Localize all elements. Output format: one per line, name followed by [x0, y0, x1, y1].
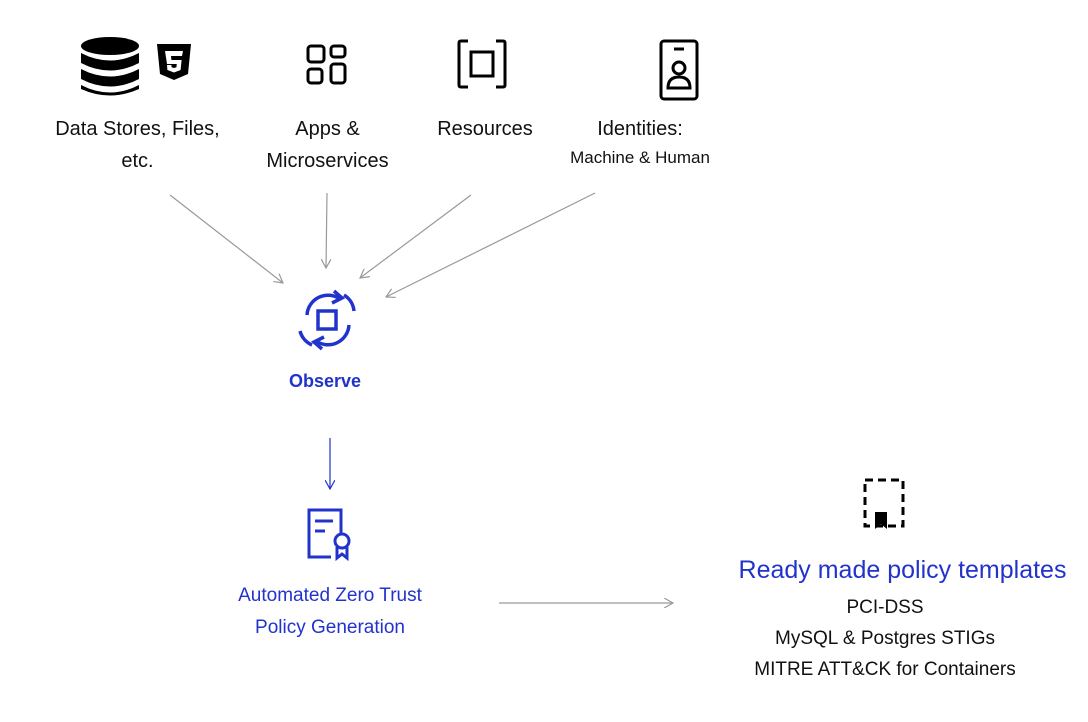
arrow-identities-to-observe — [386, 192, 596, 297]
data-stores-label: Data Stores, Files, etc. — [55, 118, 220, 172]
policy-certificate-icon — [307, 508, 351, 561]
database-icon — [81, 37, 139, 96]
policy-template-icon — [863, 478, 905, 529]
id-badge-icon — [659, 39, 699, 101]
template-item-stigs: MySQL & Postgres STIGs — [775, 628, 995, 649]
arrow-resources-to-observe — [360, 194, 472, 278]
policy-generation-label: Automated Zero Trust Policy Generation — [238, 585, 422, 638]
resources-label: Resources — [437, 118, 533, 140]
identities-label: Identities: Machine & Human — [570, 118, 710, 167]
template-item-pci-dss: PCI-DSS — [846, 597, 924, 618]
arrow-apps-to-observe — [326, 192, 327, 268]
observe-label: Observe — [288, 371, 362, 391]
templates-title: Ready made policy templates — [738, 556, 1067, 584]
observe-cycle-icon — [298, 289, 356, 351]
apps-grid-icon — [306, 44, 347, 85]
template-item-mitre: MITRE ATT&CK for Containers — [754, 659, 1016, 680]
apps-label: Apps & Microservices — [266, 118, 389, 172]
templates-list: PCI-DSS MySQL & Postgres STIGs MITRE ATT… — [720, 592, 1050, 685]
css3-icon — [157, 44, 191, 80]
resource-frame-icon — [457, 39, 507, 89]
arrow-datastores-to-observe — [169, 194, 283, 283]
